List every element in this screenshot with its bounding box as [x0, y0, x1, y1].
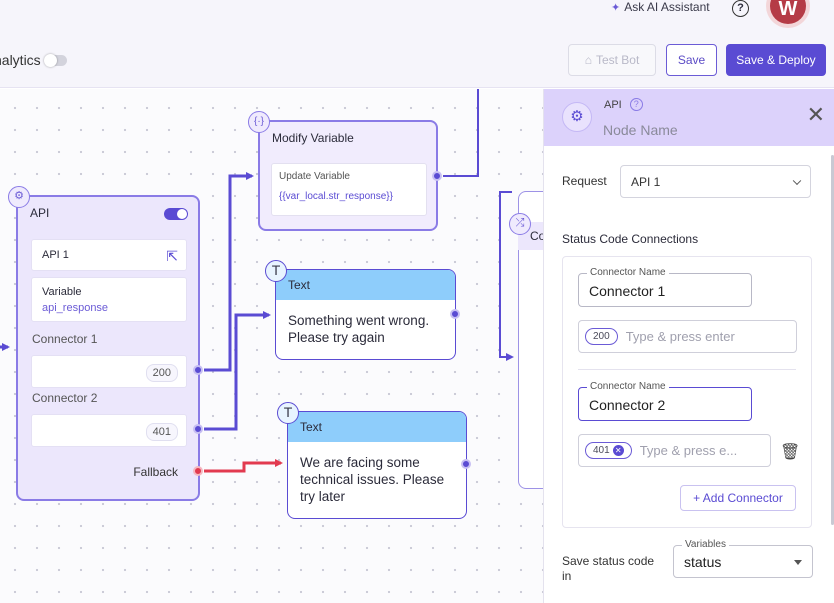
modify-variable-node[interactable]: Modify Variable Update Variable {{var_lo…: [258, 120, 438, 231]
text-type-icon: T: [265, 260, 287, 282]
close-icon[interactable]: ✕: [806, 102, 825, 127]
update-variable-template: {{var_local.str_response}}: [279, 191, 393, 202]
test-bot-label: Test Bot: [595, 53, 640, 67]
api-node-title: API: [30, 206, 50, 220]
ai-assistant-link[interactable]: ✦ Ask AI Assistant: [611, 0, 710, 14]
connector1-codes-placeholder: Type & press enter: [625, 329, 735, 344]
api-node[interactable]: API API 1 ⇱ Variable api_response Connec…: [16, 195, 200, 501]
test-bot-button[interactable]: ⌂ Test Bot: [568, 44, 656, 76]
connector2-name-value: Connector 2: [589, 397, 666, 413]
node-settings-panel: ⚙ API ? Node Name ✕ Request API 1 Status…: [543, 89, 834, 603]
panel-scrollbar[interactable]: [831, 155, 834, 525]
help-icon[interactable]: ?: [732, 0, 749, 17]
connector1-port[interactable]: [193, 365, 203, 375]
connector1-label: Connector 1: [32, 332, 98, 346]
connector2-label: Connector 2: [32, 391, 98, 405]
chevron-down-icon: [792, 176, 802, 185]
api-request-card[interactable]: API 1 ⇱: [31, 239, 187, 271]
api-request-name: API 1: [42, 249, 69, 261]
connector1-codes-input[interactable]: 200 Type & press enter: [578, 320, 797, 353]
modify-node-header: Modify Variable: [260, 122, 436, 152]
variable-value: api_response: [42, 302, 109, 314]
sparkle-icon: ✦: [611, 1, 621, 14]
gear-icon: ⚙: [8, 186, 30, 208]
code-chip-200-label: 200: [593, 331, 610, 342]
text-type-icon: T: [277, 402, 299, 424]
variables-select[interactable]: Variables status: [673, 539, 813, 578]
node-name-input[interactable]: Node Name: [603, 122, 678, 138]
update-variable-label: Update Variable: [279, 171, 350, 182]
analytics-toggle-group: nalytics: [0, 52, 67, 68]
connector1-card: 200: [31, 355, 187, 388]
request-select-value: API 1: [631, 174, 661, 189]
connector2-card: 401: [31, 414, 187, 447]
code-chip-200: 200: [585, 328, 618, 345]
text-node-2-port[interactable]: [461, 459, 471, 469]
connector1-name-value: Connector 1: [589, 283, 666, 299]
save-status-label: Save status code in: [562, 554, 655, 583]
connector-name-legend: Connector Name: [587, 381, 669, 392]
text-node-1-header: Text: [276, 270, 455, 300]
connector2-codes-input[interactable]: 401 ✕ Type & press e...: [578, 434, 771, 467]
fallback-port[interactable]: [193, 466, 203, 476]
text-node-1-port[interactable]: [450, 309, 460, 319]
panel-header: ⚙ API ? Node Name ✕: [544, 89, 834, 146]
text-node-2[interactable]: Text We are facing some technical issues…: [287, 411, 467, 519]
connector-name-legend: Connector Name: [587, 267, 669, 278]
save-deploy-button[interactable]: Save & Deploy: [726, 44, 826, 76]
ai-assistant-label: Ask AI Assistant: [624, 0, 710, 14]
variable-label: Variable: [42, 286, 82, 298]
connector2-codes-placeholder: Type & press e...: [639, 443, 738, 458]
analytics-label: nalytics: [0, 52, 41, 68]
api-node-header: API: [18, 197, 198, 229]
variables-select-value: status: [684, 554, 722, 570]
external-link-icon[interactable]: ⇱: [166, 248, 178, 264]
api-variable-card: Variable api_response: [31, 277, 187, 322]
panel-node-type: API ?: [604, 98, 643, 111]
request-label: Request: [562, 174, 607, 188]
user-avatar[interactable]: W: [770, 0, 806, 24]
text-node-1[interactable]: Text Something went wrong. Please try ag…: [275, 269, 456, 360]
text-node-2-header: Text: [288, 412, 466, 442]
save-button[interactable]: Save: [666, 44, 717, 76]
panel-node-type-label: API: [604, 98, 622, 111]
connector2-name-field[interactable]: Connector Name Connector 2: [578, 381, 752, 421]
variable-braces-icon: {·}: [248, 111, 270, 133]
status-connections-box: [562, 256, 812, 528]
connector1-code: 200: [145, 364, 178, 382]
add-connector-button[interactable]: + Add Connector: [680, 485, 796, 511]
text-node-2-body: We are facing some technical issues. Ple…: [300, 455, 445, 504]
variables-legend: Variables: [682, 539, 729, 550]
connector2-port[interactable]: [193, 424, 203, 434]
code-chip-401: 401 ✕: [585, 442, 632, 459]
api-node-toggle[interactable]: [164, 208, 188, 220]
modify-output-port[interactable]: [432, 171, 442, 181]
shuffle-icon: ⤮: [509, 213, 531, 235]
gear-icon: ⚙: [562, 102, 592, 132]
fallback-label: Fallback: [133, 465, 178, 479]
code-chip-401-label: 401: [593, 445, 610, 456]
update-variable-card: Update Variable {{var_local.str_response…: [271, 163, 427, 216]
help-icon[interactable]: ?: [629, 98, 643, 111]
modify-node-title: Modify Variable: [272, 131, 354, 145]
remove-chip-icon[interactable]: ✕: [612, 445, 624, 456]
connector1-name-field[interactable]: Connector Name Connector 1: [578, 267, 752, 307]
top-bar: ✦ Ask AI Assistant ? W nalytics ⌂ Test B…: [0, 0, 834, 88]
bot-icon: ⌂: [584, 53, 592, 67]
analytics-toggle[interactable]: [43, 53, 67, 67]
request-select[interactable]: API 1: [620, 165, 811, 198]
connector2-code: 401: [145, 423, 178, 441]
trash-icon[interactable]: 🗑: [780, 444, 801, 461]
text-node-1-body: Something went wrong. Please try again: [288, 313, 430, 345]
status-code-section-title: Status Code Connections: [562, 232, 699, 246]
connector-divider: [578, 369, 796, 370]
caret-down-icon: [794, 560, 802, 565]
